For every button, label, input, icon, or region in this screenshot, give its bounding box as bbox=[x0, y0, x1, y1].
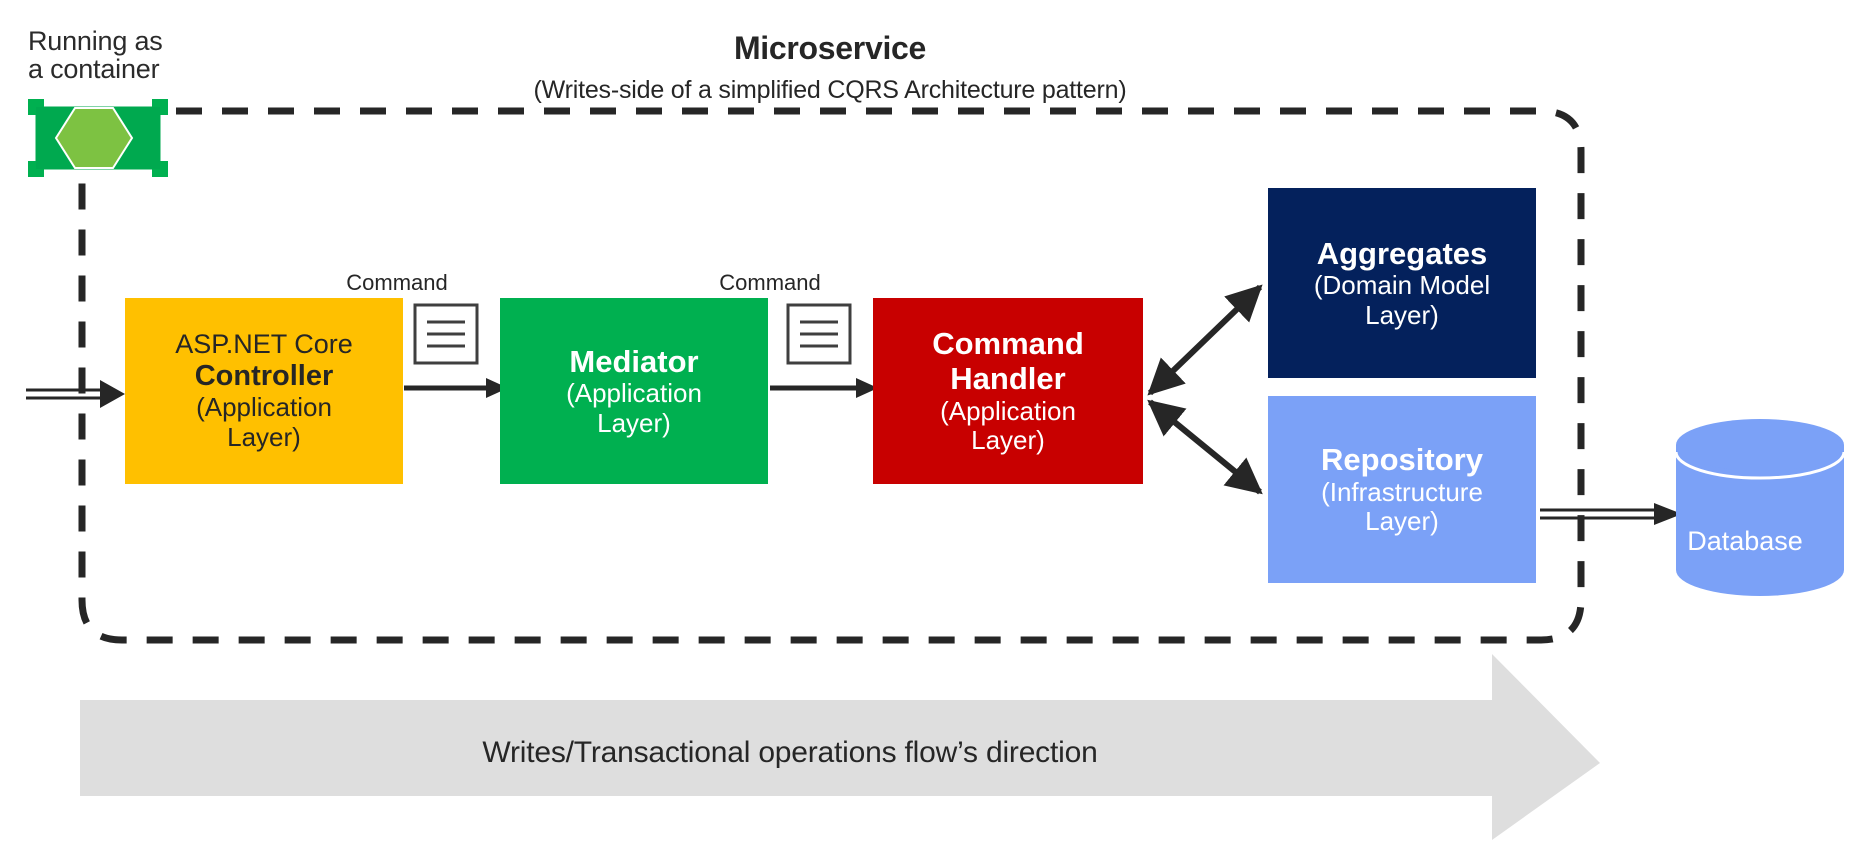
node-mediator[interactable]: Mediator (Application Layer) bbox=[500, 298, 768, 484]
arrow-commandhandler-repository bbox=[1147, 399, 1263, 495]
node-mediator-sub-line2: Layer) bbox=[597, 407, 671, 438]
arrow-mediator-to-commandhandler bbox=[770, 378, 878, 398]
node-controller-title: Controller bbox=[194, 360, 334, 393]
database-label: Database bbox=[1687, 526, 1803, 556]
arrow-repository-to-database bbox=[1540, 503, 1682, 525]
command-label-2: Command bbox=[719, 270, 821, 295]
node-mediator-title: Mediator bbox=[569, 343, 699, 379]
node-command-handler[interactable]: Command Handler (Application Layer) bbox=[873, 298, 1143, 484]
node-aggregates[interactable]: Aggregates (Domain Model Layer) bbox=[1268, 188, 1536, 378]
command-document-icon bbox=[413, 303, 479, 365]
diagram-subtitle: (Writes-side of a simplified CQRS Archit… bbox=[533, 76, 1127, 104]
diagram-title: Microservice bbox=[733, 30, 927, 66]
node-command-handler-sub-line1: (Application bbox=[940, 395, 1076, 426]
node-controller[interactable]: ASP.NET Core Controller (Application Lay… bbox=[125, 298, 403, 484]
node-repository[interactable]: Repository (Infrastructure Layer) bbox=[1268, 396, 1536, 583]
arrow-controller-to-mediator bbox=[404, 378, 508, 398]
node-repository-sub-line1: (Infrastructure bbox=[1321, 476, 1483, 507]
node-mediator-sub-line1: (Application bbox=[566, 378, 702, 409]
node-command-handler-title-line2: Handler bbox=[950, 361, 1066, 397]
container-note: Running as a container bbox=[28, 26, 208, 84]
container-icon bbox=[28, 99, 168, 177]
container-note-line2: a container bbox=[28, 53, 160, 84]
command-document-icon bbox=[786, 303, 852, 365]
node-command-handler-sub-line2: Layer) bbox=[971, 425, 1045, 456]
database-cylinder bbox=[1674, 419, 1846, 596]
node-aggregates-sub-line1: (Domain Model bbox=[1313, 270, 1491, 301]
node-controller-sub-line2: Layer) bbox=[227, 421, 301, 452]
node-repository-title: Repository bbox=[1321, 442, 1483, 478]
node-repository-sub-line2: Layer) bbox=[1365, 506, 1439, 537]
node-controller-prefix: ASP.NET Core bbox=[175, 329, 353, 360]
flow-direction-label: Writes/Transactional operations flow’s d… bbox=[482, 736, 1098, 769]
incoming-request-arrow bbox=[26, 380, 125, 408]
arrow-commandhandler-aggregates bbox=[1147, 284, 1263, 396]
node-controller-sub-line1: (Application bbox=[196, 392, 332, 423]
node-aggregates-title: Aggregates bbox=[1316, 235, 1488, 271]
node-command-handler-title-line1: Command bbox=[932, 326, 1084, 362]
container-note-line1: Running as bbox=[28, 26, 163, 56]
node-aggregates-sub-line2: Layer) bbox=[1365, 299, 1439, 330]
command-label-1: Command bbox=[346, 270, 448, 295]
